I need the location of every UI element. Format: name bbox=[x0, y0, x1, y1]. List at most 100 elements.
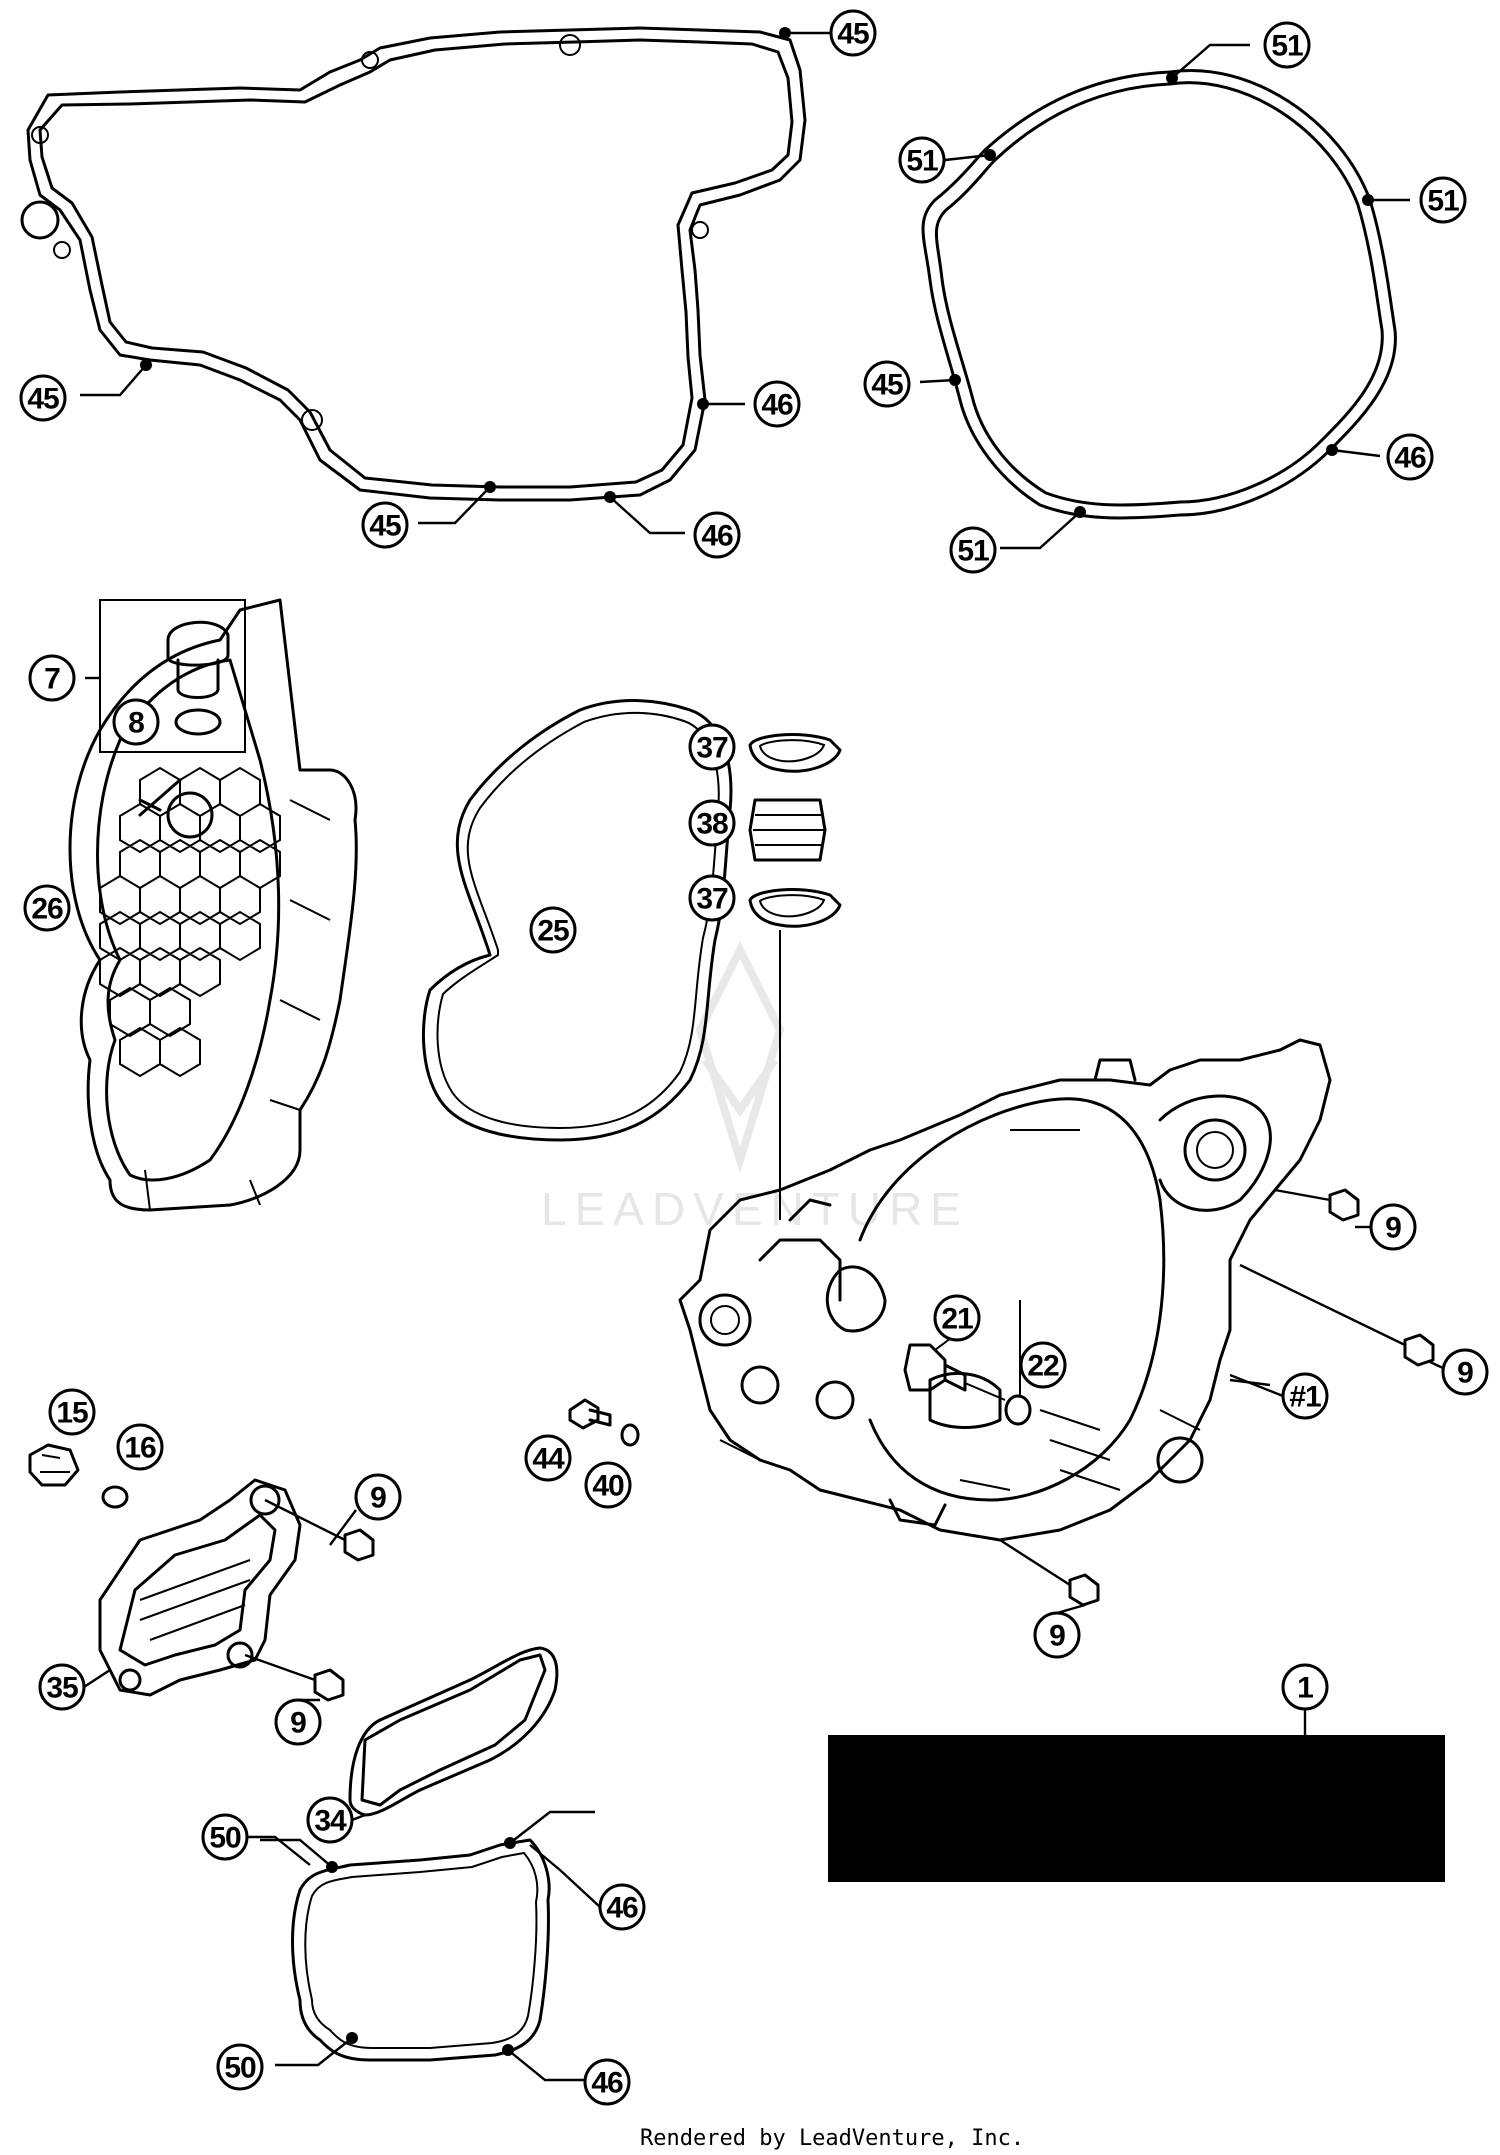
black-label-box bbox=[828, 1735, 1445, 1882]
callout-45-d: 45 bbox=[361, 501, 409, 549]
svg-text:7: 7 bbox=[44, 663, 60, 696]
plug-21-washer-22 bbox=[903, 1300, 1032, 1426]
callout-50-a: 50 bbox=[201, 1813, 249, 1861]
svg-text:1: 1 bbox=[1297, 1672, 1313, 1705]
svg-text:51: 51 bbox=[906, 145, 938, 178]
callout-37-a: 37 bbox=[688, 723, 736, 771]
crankcase-cover-1 bbox=[678, 1038, 1332, 1542]
svg-text:50: 50 bbox=[209, 1822, 241, 1855]
callout-40: 40 bbox=[584, 1461, 632, 1509]
svg-text:15: 15 bbox=[56, 1397, 88, 1430]
svg-text:38: 38 bbox=[696, 808, 728, 841]
dowel-pins-right bbox=[999, 1188, 1435, 1607]
svg-text:16: 16 bbox=[124, 1432, 156, 1465]
crankcase-gasket-top-left bbox=[20, 26, 807, 502]
callout-7: 7 bbox=[28, 654, 76, 702]
svg-text:21: 21 bbox=[941, 1303, 973, 1336]
callout-9-c: 9 bbox=[354, 1473, 402, 1521]
callout-46-d: 46 bbox=[598, 1883, 646, 1931]
svg-text:26: 26 bbox=[31, 893, 63, 926]
svg-text:51: 51 bbox=[957, 535, 989, 568]
callout-1: 1 bbox=[1281, 1663, 1329, 1711]
svg-text:37: 37 bbox=[696, 732, 728, 765]
callout-46-b: 46 bbox=[1386, 433, 1434, 481]
callout-15: 15 bbox=[48, 1388, 96, 1436]
svg-text:45: 45 bbox=[837, 18, 869, 51]
misc-leaders bbox=[83, 1225, 1444, 1908]
callout-26: 26 bbox=[23, 884, 71, 932]
callout-35: 35 bbox=[38, 1663, 86, 1711]
callout-46-a: 46 bbox=[753, 380, 801, 428]
svg-text:45: 45 bbox=[871, 369, 903, 402]
cover-gasket-25 bbox=[422, 699, 733, 1142]
seal-stack-37-38-37 bbox=[748, 733, 842, 1220]
svg-text:25: 25 bbox=[537, 915, 569, 948]
callout-16: 16 bbox=[116, 1423, 164, 1471]
svg-text:9: 9 bbox=[1049, 1620, 1065, 1653]
callout-51-b: 51 bbox=[898, 136, 946, 184]
svg-text:34: 34 bbox=[314, 1805, 347, 1838]
footer-credit: Rendered by LeadVenture, Inc. bbox=[640, 2126, 1024, 2151]
svg-text:44: 44 bbox=[532, 1443, 565, 1476]
callout-22: 22 bbox=[1019, 1341, 1067, 1389]
callout-38: 38 bbox=[688, 799, 736, 847]
callout-9-d: 9 bbox=[274, 1698, 322, 1746]
callout-51-d: 51 bbox=[949, 526, 997, 574]
svg-text:#1: #1 bbox=[1289, 1381, 1321, 1414]
svg-text:46: 46 bbox=[701, 520, 733, 553]
svg-text:9: 9 bbox=[290, 1707, 306, 1740]
callout-51-a: 51 bbox=[1263, 21, 1311, 69]
svg-text:45: 45 bbox=[369, 510, 401, 543]
svg-text:8: 8 bbox=[128, 707, 144, 740]
o-ring-part bbox=[174, 708, 222, 736]
clutch-cover-gasket-top-right bbox=[921, 69, 1397, 520]
small-hardware bbox=[28, 1398, 640, 1509]
callout-34: 34 bbox=[306, 1796, 354, 1844]
oil-plug-kit-box bbox=[85, 599, 246, 753]
callout-9-b: 9 bbox=[1441, 1348, 1489, 1396]
svg-text:35: 35 bbox=[46, 1672, 78, 1705]
callout-45-c: 45 bbox=[863, 360, 911, 408]
callout-labels: 45 51 51 51 45 46 45 46 45 46 51 7 8 26 … bbox=[19, 9, 1489, 2106]
callout-8: 8 bbox=[112, 698, 160, 746]
callout-45-b: 45 bbox=[19, 374, 67, 422]
svg-text:50: 50 bbox=[224, 2052, 256, 2085]
watermark-text: LEADVENTURE bbox=[541, 1183, 969, 1235]
svg-text:45: 45 bbox=[27, 383, 59, 416]
callout-9-a: 9 bbox=[1369, 1203, 1417, 1251]
callout-46-c: 46 bbox=[693, 511, 741, 559]
water-pump-gasket-34 bbox=[348, 1646, 559, 1817]
svg-text:37: 37 bbox=[696, 883, 728, 916]
callout-51-c: 51 bbox=[1419, 176, 1467, 224]
svg-text:46: 46 bbox=[761, 389, 793, 422]
svg-text:9: 9 bbox=[1385, 1212, 1401, 1245]
water-pump-gasket-bottom bbox=[291, 1838, 551, 2062]
svg-text:46: 46 bbox=[591, 2067, 623, 2100]
svg-text:51: 51 bbox=[1427, 185, 1459, 218]
callout-46-e: 46 bbox=[583, 2058, 631, 2106]
water-pump-cover-35 bbox=[98, 1478, 375, 1702]
callout-25: 25 bbox=[529, 906, 577, 954]
svg-text:51: 51 bbox=[1271, 30, 1303, 63]
kit-reference-box bbox=[828, 1708, 1445, 1882]
clutch-cover-26 bbox=[68, 598, 358, 1212]
svg-text:40: 40 bbox=[592, 1470, 624, 1503]
svg-text:9: 9 bbox=[1457, 1357, 1473, 1390]
bottom-gasket-dots bbox=[260, 1810, 595, 2082]
callout-50-b: 50 bbox=[216, 2043, 264, 2091]
top-gasket-callouts bbox=[80, 27, 1410, 550]
callout-45-a: 45 bbox=[829, 9, 877, 57]
callout-hash-1: #1 bbox=[1281, 1372, 1329, 1420]
hex-grille bbox=[99, 766, 281, 1078]
callout-37-b: 37 bbox=[688, 874, 736, 922]
callout-9-e: 9 bbox=[1033, 1611, 1081, 1659]
leadventure-watermark: LEADVENTURE bbox=[541, 941, 969, 1235]
svg-text:46: 46 bbox=[1394, 442, 1426, 475]
svg-text:9: 9 bbox=[370, 1482, 386, 1515]
callout-21: 21 bbox=[933, 1294, 981, 1342]
svg-text:46: 46 bbox=[606, 1892, 638, 1925]
oil-plug-part bbox=[166, 620, 230, 667]
svg-text:22: 22 bbox=[1027, 1350, 1059, 1383]
callout-44: 44 bbox=[524, 1434, 572, 1482]
